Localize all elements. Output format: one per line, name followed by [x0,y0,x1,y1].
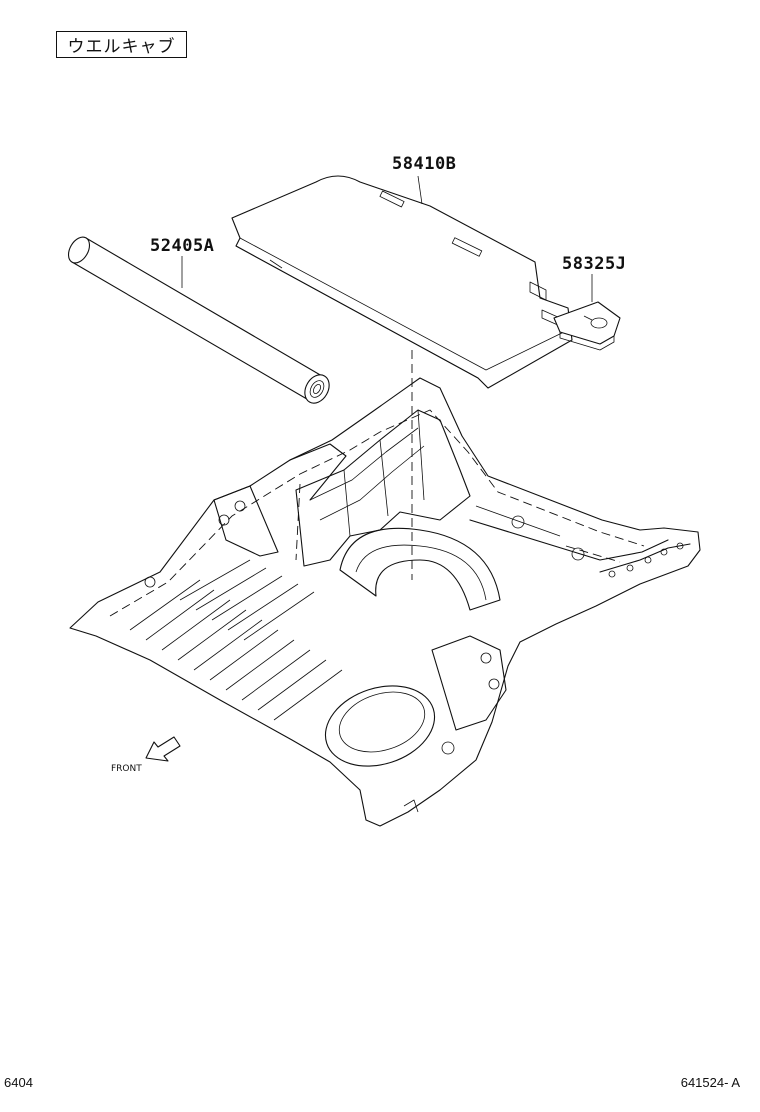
front-direction-label: FRONT [111,764,142,774]
part-label-58410B[interactable]: 58410B [392,154,457,174]
part-label-58325J[interactable]: 58325J [562,254,627,274]
mat-part-58410B[interactable] [231,175,573,389]
arrow-icon [145,736,181,762]
footer-right-code: 641524- A [680,1075,740,1090]
clip-part-58325J[interactable] [553,301,621,351]
floor-panel [69,377,701,827]
part-label-52405A[interactable]: 52405A [150,236,215,256]
leader-58410B [417,175,423,205]
diagram-title: ウエルキャブ [56,31,187,58]
roll-part-52405A[interactable] [64,233,334,407]
footer-left-code: 6404 [4,1075,33,1090]
